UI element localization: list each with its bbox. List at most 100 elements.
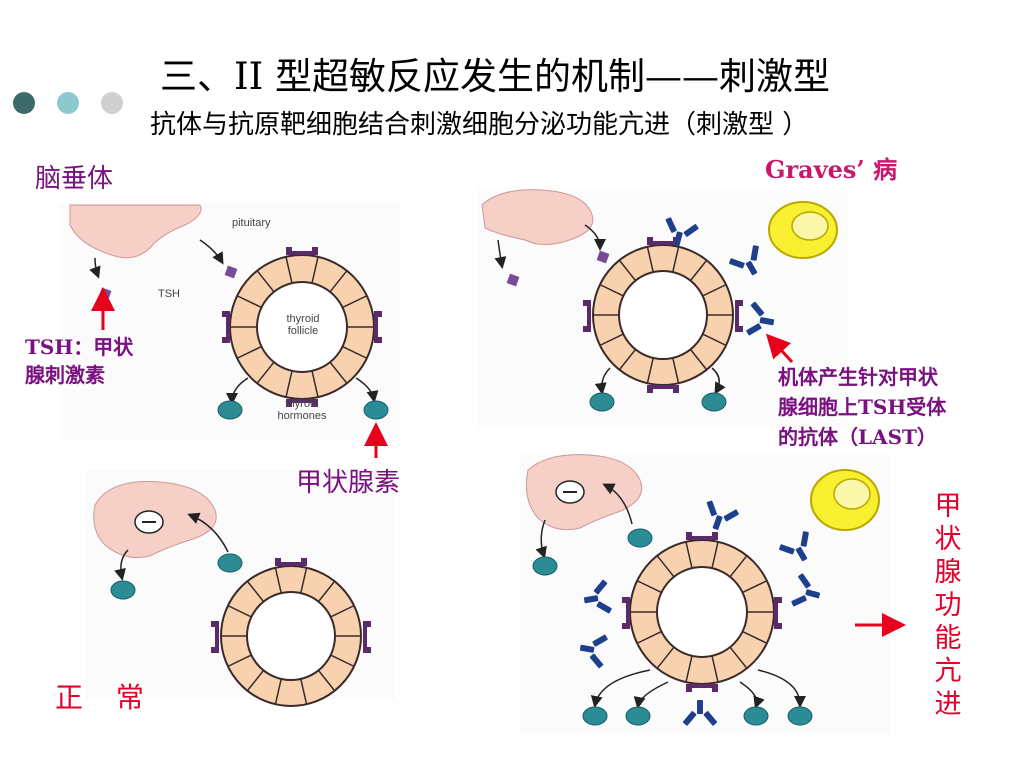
follicle-cell-divider xyxy=(236,345,262,359)
follicle-cell-divider xyxy=(729,646,748,669)
label-thyroid-hormones: thyroid hormones xyxy=(272,398,332,422)
follicle-cell-divider xyxy=(227,654,252,668)
follicle-cell-divider xyxy=(702,283,727,297)
tsh-receptor xyxy=(286,399,318,407)
deco-dot-dark xyxy=(13,92,35,114)
follicle-cell-divider xyxy=(317,669,336,692)
thyroid-hormone xyxy=(625,706,651,726)
follicle-cell-divider xyxy=(711,655,719,683)
follicle-cell-divider xyxy=(236,295,262,309)
follicle-cell-divider xyxy=(256,361,275,384)
follicle-cell-divider xyxy=(729,555,748,578)
thyroid-hormone xyxy=(701,392,727,412)
follicle-cell-divider xyxy=(618,259,637,282)
annotation-arrows xyxy=(91,287,906,637)
follicle-cell-divider xyxy=(646,357,654,384)
thyroid-follicle xyxy=(220,565,362,707)
tsh-receptor xyxy=(686,532,718,540)
tsh-receptor xyxy=(686,684,718,692)
thyroid-hormone xyxy=(743,706,769,726)
tsh-receptor xyxy=(211,621,219,653)
label-hyperthyroidism: 甲状腺功能亢进 xyxy=(934,491,962,720)
label-normal: 正 常 xyxy=(55,681,156,714)
follicle-cell-divider xyxy=(689,259,708,282)
tsh-molecule xyxy=(224,265,238,279)
follicle-cell-divider xyxy=(227,604,252,618)
label-antibody-desc: 机体产生针对甲状 腺细胞上TSH受体 的抗体（LAST） xyxy=(778,362,946,452)
follicle-cell-divider xyxy=(330,604,355,618)
follicle-cell-divider xyxy=(685,541,693,569)
label-tsh-desc-1: TSH：甲状 xyxy=(25,335,134,359)
thyroid-hormone xyxy=(582,706,608,726)
follicle-cell-divider xyxy=(599,283,624,297)
follicle-cell-divider xyxy=(256,270,275,293)
pituitary-gland xyxy=(481,189,594,245)
label-thyroid-follicle-2: follicle xyxy=(287,325,319,337)
slide-title: 三、II 型超敏反应发生的机制——刺激型 xyxy=(160,55,830,98)
label-thyroid-follicle-1: thyroid xyxy=(286,313,320,325)
tsh-molecule xyxy=(506,273,520,287)
panel-normal-top xyxy=(60,203,400,440)
follicle-cell-divider xyxy=(656,646,675,669)
follicle-cell-divider xyxy=(646,246,654,273)
label-pituitary: 脑垂体 xyxy=(35,164,114,194)
thyroid-hormone xyxy=(363,400,389,420)
tsh-receptor xyxy=(647,385,679,393)
thyroid-follicle xyxy=(592,244,734,386)
follicle-cell-divider xyxy=(300,567,308,594)
label-tsh-desc: TSH：甲状 腺刺激素 xyxy=(25,333,133,389)
label-thyroid-hormones-1: thyroid xyxy=(285,398,319,410)
label-tsh-desc-2: 腺刺激素 xyxy=(25,363,105,387)
label-tsh-en: TSH xyxy=(158,288,180,300)
tsh-molecule xyxy=(596,250,610,264)
tsh-receptor xyxy=(622,597,630,629)
tsh-receptor xyxy=(374,311,382,343)
follicle-cell-divider xyxy=(342,345,368,359)
follicle-cell-divider xyxy=(274,567,282,594)
follicle-cell-divider xyxy=(246,669,265,692)
tsh-receptor xyxy=(275,558,307,566)
panel-graves-bottom xyxy=(520,454,890,735)
pituitary-gland xyxy=(69,204,202,259)
follicle-cell-divider xyxy=(317,580,336,603)
label-thyroxine: 甲状腺素 xyxy=(296,468,401,498)
slide-subtitle: 抗体与抗原靶细胞结合刺激细胞分泌功能亢进（刺激型 ） xyxy=(150,110,809,140)
label-thyroid-follicle: thyroid follicle xyxy=(282,313,324,337)
label-antibody-desc-3: 的抗体（LAST） xyxy=(778,425,937,449)
thyroid-follicle xyxy=(629,539,775,685)
tsh-receptor xyxy=(774,597,782,629)
thyroid-hormone xyxy=(110,580,136,600)
follicle-cell-divider xyxy=(330,654,355,668)
label-graves: Graves’ 病 xyxy=(765,155,898,184)
deco-dot-teal xyxy=(57,92,79,114)
panel-normal-bottom xyxy=(85,470,395,707)
follicle-cell-divider xyxy=(618,348,637,371)
follicle-cell-divider xyxy=(656,555,675,578)
tsh-receptor xyxy=(286,247,318,255)
tsh-receptor xyxy=(363,621,371,653)
thyroid-hormone xyxy=(217,553,243,573)
follicle-cell-divider xyxy=(274,678,282,705)
label-antibody-desc-1: 机体产生针对甲状 xyxy=(778,365,938,389)
thyroid-hormone xyxy=(217,400,243,420)
follicle-cell-divider xyxy=(672,357,680,384)
follicle-cell-divider xyxy=(685,655,693,683)
follicle-cell-divider xyxy=(329,361,348,384)
thyroid-hormone xyxy=(532,556,558,576)
follicle-cell-divider xyxy=(672,246,680,273)
follicle-cell-divider xyxy=(599,333,624,347)
follicle-cell-divider xyxy=(285,256,293,284)
deco-dot-gray xyxy=(101,92,123,114)
tsh-receptor xyxy=(583,300,591,332)
follicle-cell-divider xyxy=(311,370,319,398)
tsh-receptor xyxy=(647,237,679,245)
follicle-cell-divider xyxy=(636,580,662,594)
label-antibody-desc-2: 腺细胞上TSH受体 xyxy=(778,395,947,419)
tsh-receptor xyxy=(735,300,743,332)
follicle-cell-divider xyxy=(702,333,727,347)
follicle-cell-divider xyxy=(300,678,308,705)
label-thyroid-hormones-2: hormones xyxy=(277,410,327,422)
thyroid-hormone xyxy=(589,392,615,412)
panel-graves-top xyxy=(478,188,848,428)
